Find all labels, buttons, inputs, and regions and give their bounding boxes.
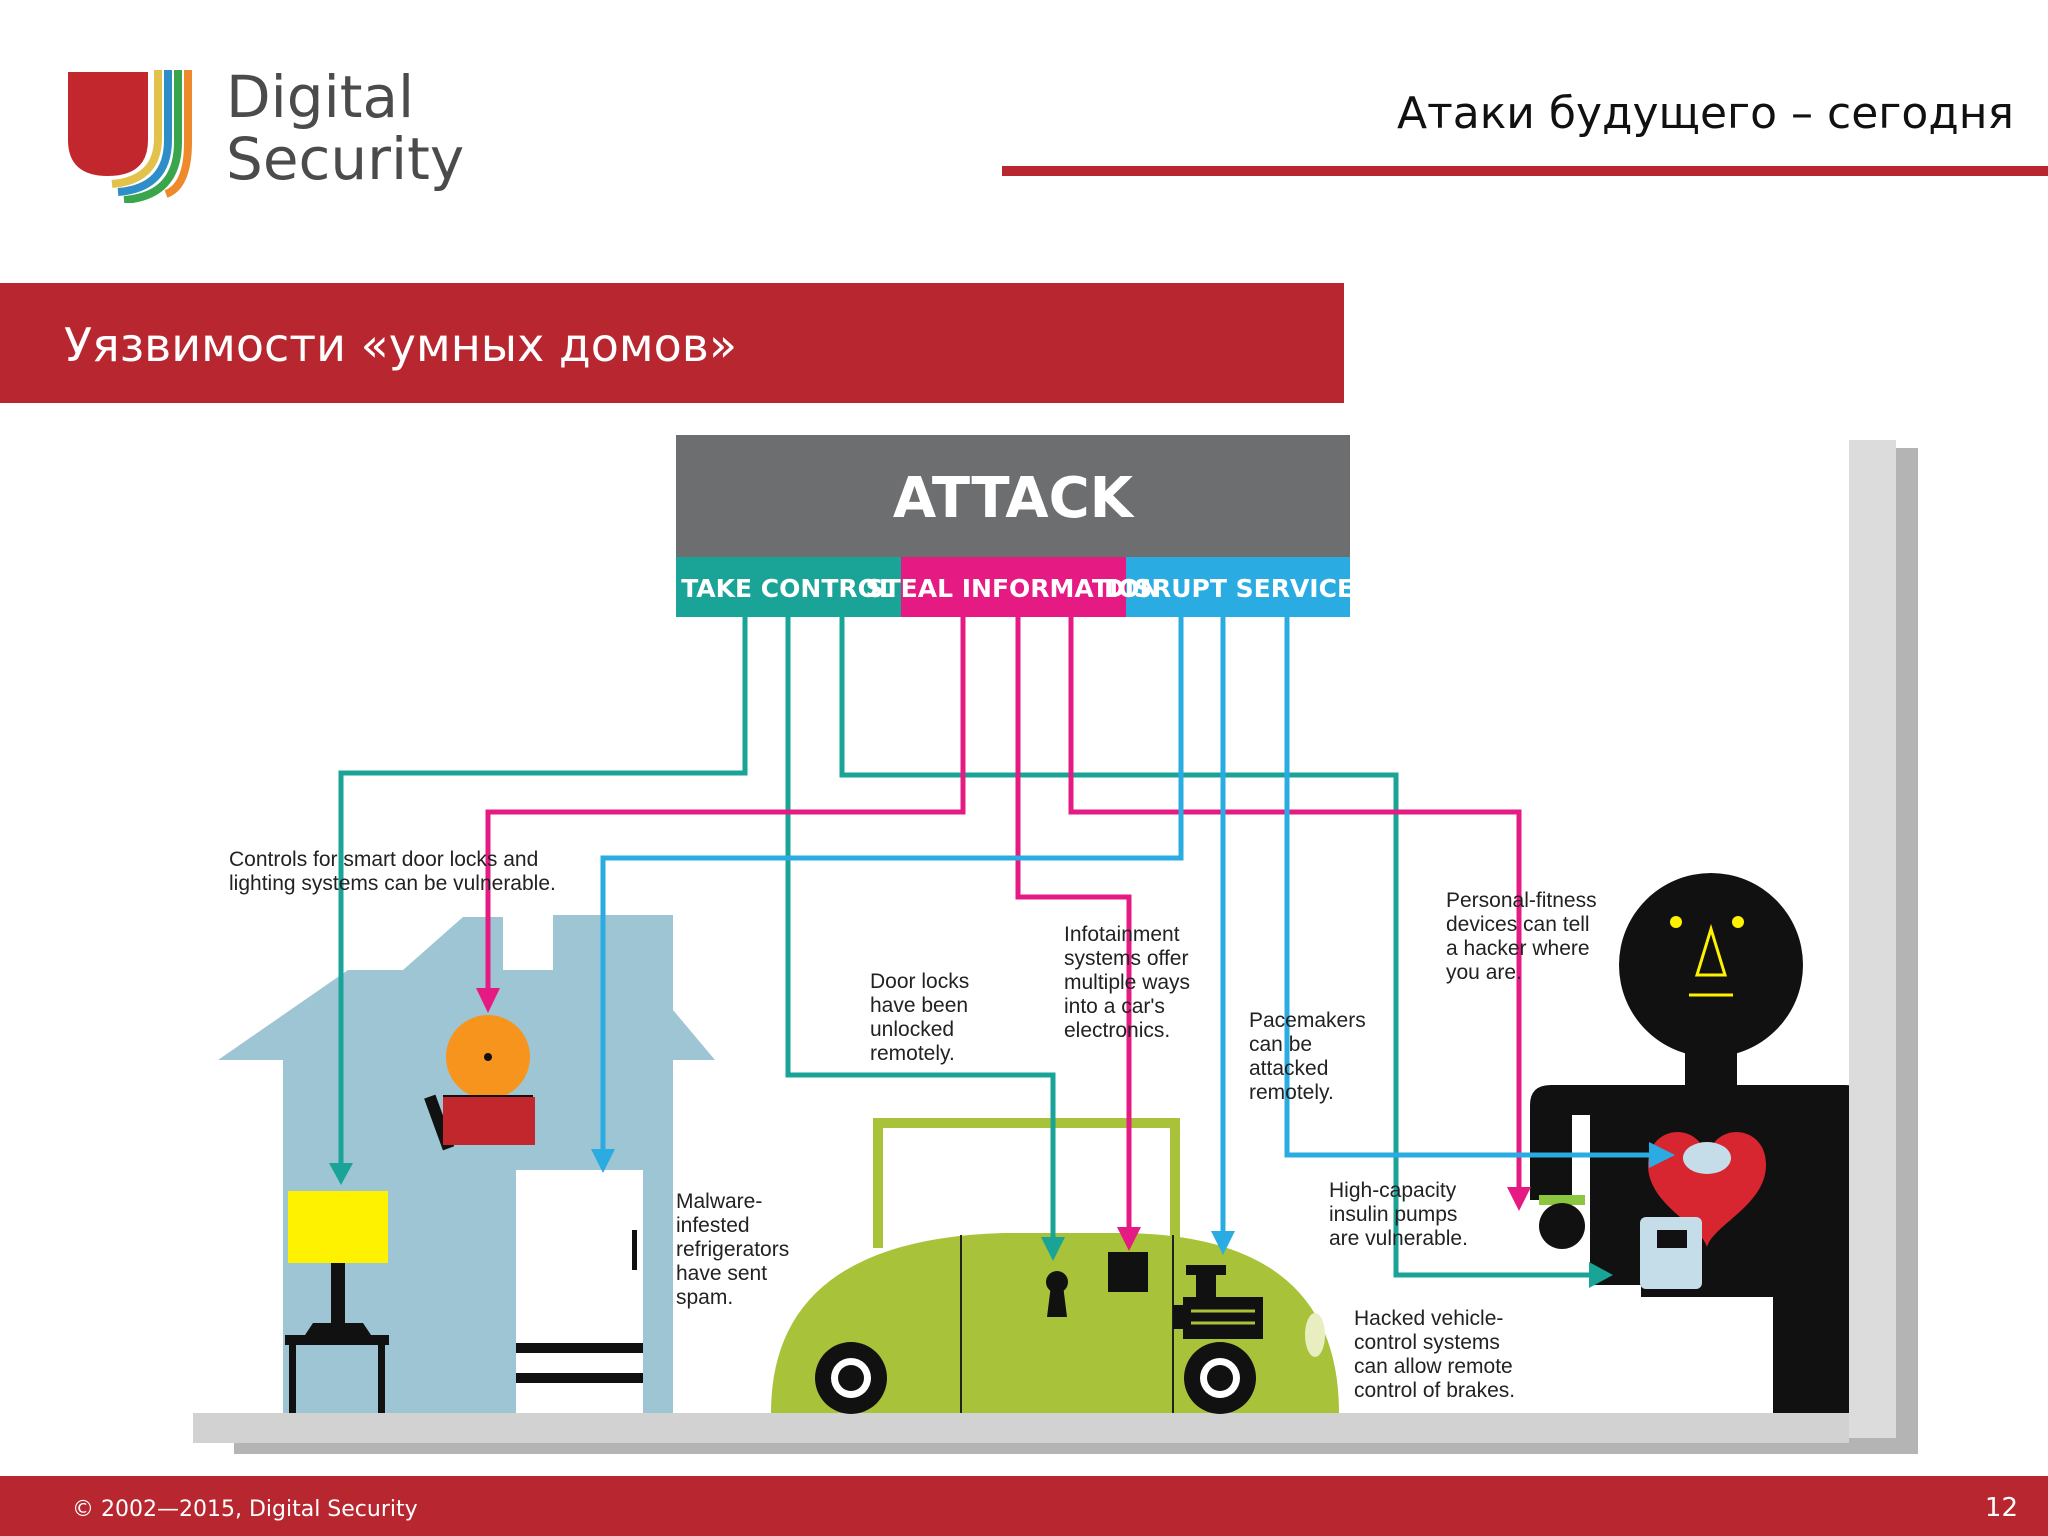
arrow-lamp	[329, 1163, 353, 1185]
arrow-fitness	[1507, 1187, 1531, 1211]
page-number: 12	[1984, 1493, 2018, 1523]
car-roof-rack	[873, 1118, 883, 1248]
person-legs-gap	[1641, 1297, 1773, 1413]
logo-text-line1: Digital	[226, 63, 415, 131]
heart-icon	[1648, 1132, 1766, 1247]
car-headlight	[1305, 1313, 1325, 1357]
disrupt-services-label: DISRUPT SERVICES	[1104, 574, 1372, 603]
footer-copyright: © 2002—2015, Digital Security	[72, 1497, 418, 1522]
digital-security-logo: Digital Security	[40, 38, 464, 204]
section-title: Уязвимости «умных домов»	[64, 318, 737, 372]
footer-bar	[0, 1476, 2048, 1536]
arrow-fridge	[591, 1149, 615, 1173]
take-control-label: TAKE CONTROL	[681, 574, 895, 603]
arrow-insulin	[1589, 1262, 1613, 1288]
caption-pacemakers: Pacemakers can be attacked remotely.	[1249, 1009, 1372, 1104]
steal-information-tab	[901, 557, 1126, 617]
insulin-pump	[1640, 1217, 1702, 1289]
attack-label: ATTACK	[893, 466, 1136, 531]
lamp-table	[285, 1335, 389, 1345]
infotainment-unit	[1108, 1252, 1148, 1292]
lamp-stem	[331, 1263, 345, 1323]
steal-information-label: STEAL INFORMATION	[866, 574, 1161, 603]
line-take-control-car-lock	[785, 617, 1056, 1251]
line-disrupt-fridge	[600, 617, 1184, 1149]
person-eye-right	[1732, 916, 1744, 928]
fitness-band	[1539, 1195, 1585, 1205]
arrow-car-lock	[1041, 1237, 1065, 1261]
line-steal-infotainment	[1015, 617, 1132, 1231]
line-steal-fitness	[1068, 617, 1522, 1190]
line-take-control-insulin	[839, 617, 1591, 1278]
caption-door-locks-lighting: Controls for smart door locks and lighti…	[229, 848, 556, 895]
line-take-control-lamp	[338, 617, 748, 1163]
section-banner	[0, 283, 1344, 403]
arrow-infotainment	[1117, 1227, 1141, 1251]
refrigerator	[516, 1170, 643, 1413]
attack-banner	[676, 435, 1350, 557]
person-nose	[1694, 923, 1728, 977]
page-title: Атаки будущего – сегодня	[1397, 88, 2014, 139]
caption-car-door-locks: Door locks have been unlocked remotely.	[870, 970, 975, 1065]
take-control-tab	[676, 557, 901, 617]
arrow-pacemaker	[1649, 1142, 1675, 1168]
caption-fitness: Personal-fitness devices can tell a hack…	[1446, 889, 1602, 984]
person-head	[1619, 873, 1803, 1057]
person-hand	[1539, 1203, 1585, 1249]
logo-shield-icon	[68, 70, 192, 204]
caption-refrigerators: Malware- infested refrigerators have sen…	[676, 1190, 795, 1309]
line-steal-alarm	[485, 617, 966, 988]
caption-infotainment: Infotainment systems offer multiple ways…	[1064, 923, 1196, 1042]
arrow-engine	[1211, 1231, 1235, 1255]
ground	[193, 1413, 1849, 1443]
lamp-shade	[288, 1191, 388, 1263]
infographic-canvas: ATTACK TAKE CONTROL STEAL INFORMATION DI…	[193, 435, 1849, 1443]
alarm-base	[443, 1097, 535, 1145]
logo-text-line2: Security	[226, 125, 465, 193]
disrupt-services-tab	[1126, 557, 1350, 617]
smart-home-attack-infographic: ATTACK TAKE CONTROL STEAL INFORMATION DI…	[193, 435, 1849, 1443]
person-eye-left	[1670, 916, 1682, 928]
line-disrupt-pacemaker	[1284, 617, 1651, 1158]
header-divider	[1002, 166, 2048, 176]
caption-insulin: High-capacity insulin pumps are vulnerab…	[1329, 1179, 1468, 1250]
caption-vehicle-control: Hacked vehicle- control systems can allo…	[1354, 1307, 1519, 1402]
pacemaker-device	[1683, 1142, 1731, 1174]
arrow-alarm	[476, 988, 500, 1013]
